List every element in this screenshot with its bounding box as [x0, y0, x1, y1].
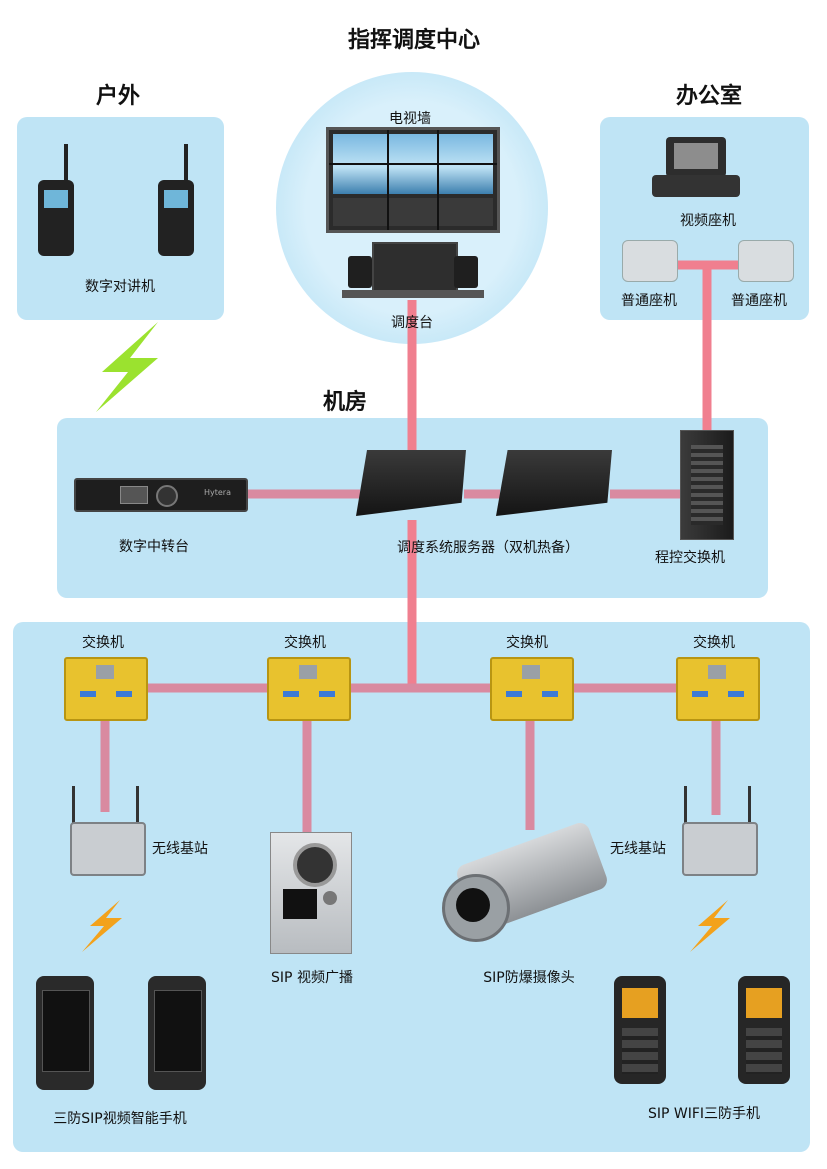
base-station-icon	[676, 786, 760, 886]
smartphones-label: 三防SIP视频智能手机	[53, 1111, 187, 1127]
switch-icon	[267, 657, 351, 721]
desk-phone-icon	[738, 240, 794, 282]
desk-phone-label: 普通座机	[621, 293, 677, 309]
switch-icon	[490, 657, 574, 721]
radio-label: 数字对讲机	[85, 279, 155, 295]
wifi-phone-icon	[614, 976, 666, 1084]
desk-phone-icon	[622, 240, 678, 282]
smartphone-icon	[148, 976, 206, 1090]
base-station-label: 无线基站	[152, 841, 208, 857]
server-label: 调度系统服务器（双机热备）	[397, 540, 579, 556]
wifi-phone-icon	[738, 976, 790, 1084]
repeater-label: 数字中转台	[119, 539, 189, 555]
switch-label: 交换机	[506, 635, 548, 651]
lightning-icon	[82, 900, 122, 952]
camera-label: SIP防爆摄像头	[483, 970, 575, 986]
switch-icon	[676, 657, 760, 721]
radio-icon	[38, 144, 74, 256]
switch-icon	[64, 657, 148, 721]
office-title: 办公室	[676, 84, 743, 109]
smartphone-icon	[36, 976, 94, 1090]
video-wall-icon	[326, 127, 500, 233]
camera-icon	[442, 820, 612, 942]
outdoor-title: 户外	[96, 84, 141, 109]
command-center-title: 指挥调度中心	[348, 28, 481, 53]
machine-room-title: 机房	[323, 390, 368, 415]
switch-label: 交换机	[693, 635, 735, 651]
radio-icon	[158, 144, 194, 256]
sip-broadcast-icon	[270, 832, 352, 954]
repeater-icon: Hytera	[74, 478, 248, 512]
video-phone-label: 视频座机	[680, 213, 736, 229]
switch-label: 交换机	[284, 635, 326, 651]
switch-label: 交换机	[82, 635, 124, 651]
base-station-label: 无线基站	[610, 841, 666, 857]
base-station-icon	[64, 786, 148, 886]
video-wall-label: 电视墙	[389, 111, 431, 127]
sip-broadcast-label: SIP 视频广播	[271, 970, 353, 986]
dispatch-console-label: 调度台	[391, 315, 433, 331]
pbx-cabinet-icon	[680, 430, 734, 540]
pbx-label: 程控交换机	[655, 550, 725, 566]
desk-phone-label: 普通座机	[731, 293, 787, 309]
wifi-phones-label: SIP WIFI三防手机	[647, 1106, 761, 1122]
repeater-brand: Hytera	[204, 488, 231, 497]
lightning-icon	[96, 322, 158, 412]
video-phone-icon	[652, 137, 740, 199]
dispatch-console-icon	[342, 242, 484, 300]
lightning-icon	[690, 900, 730, 952]
